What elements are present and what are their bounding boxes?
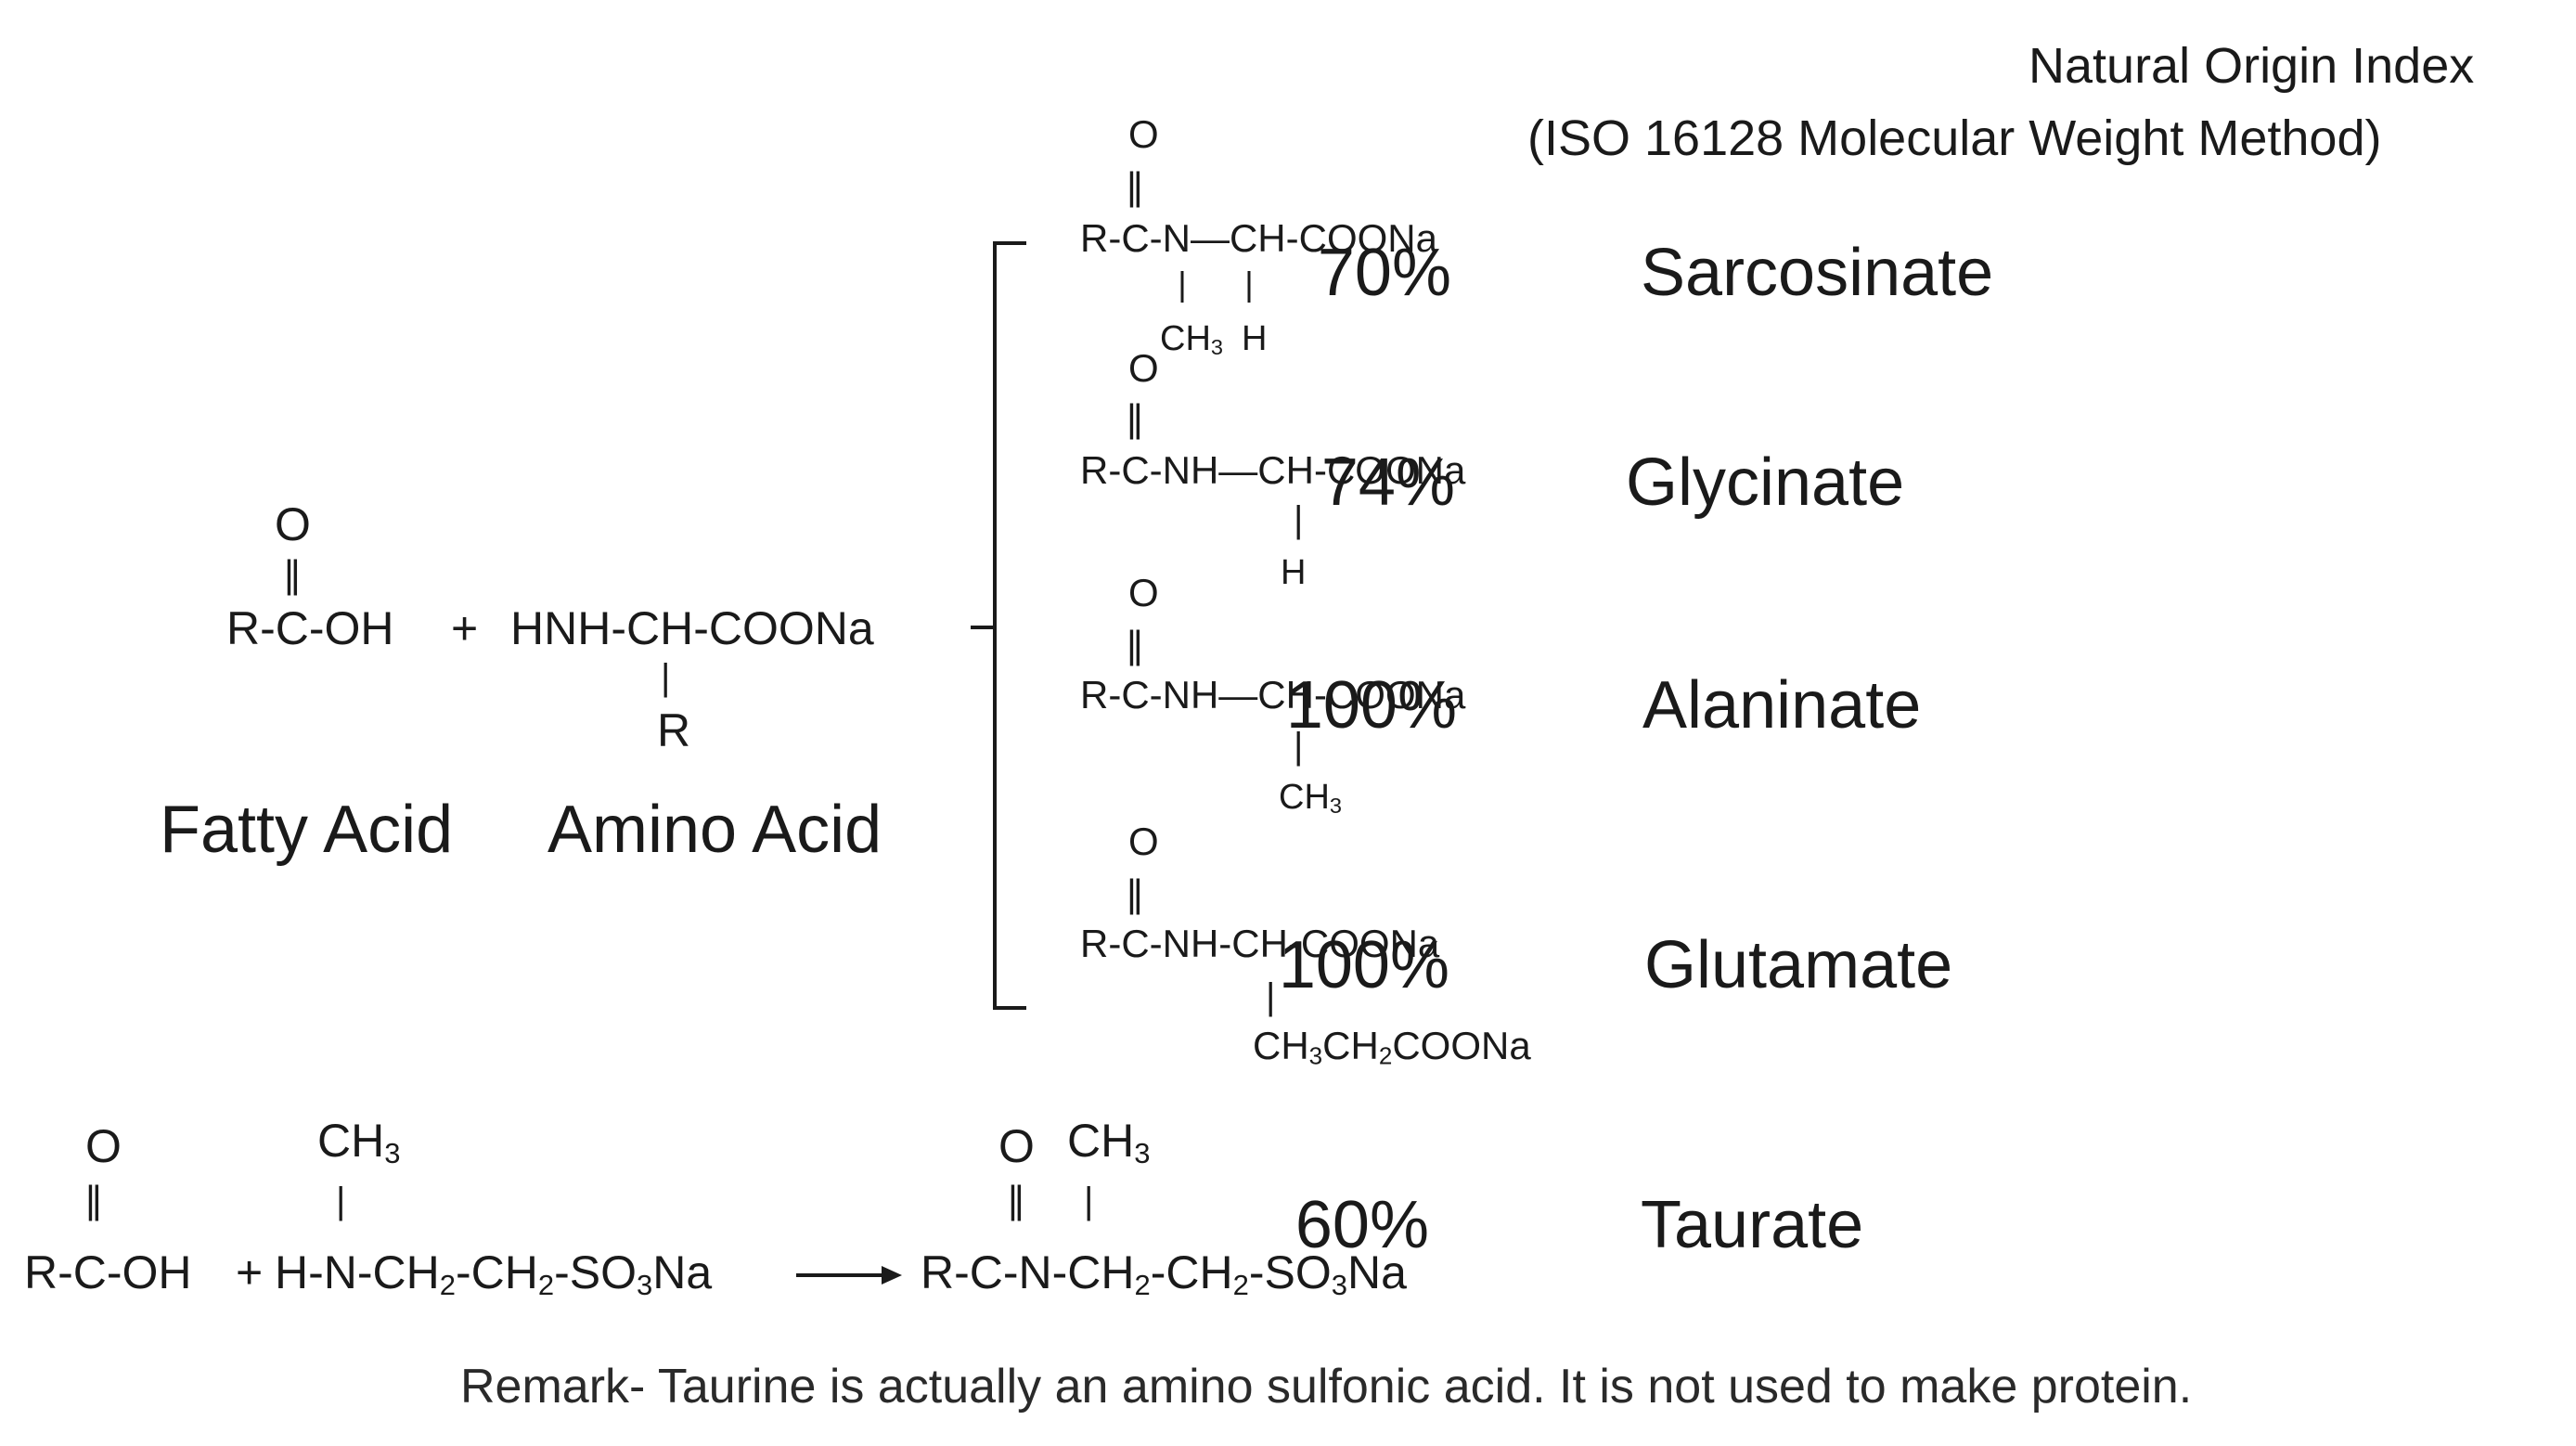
fatty-acid-oxygen: O	[275, 498, 311, 550]
product-bracket	[993, 241, 1026, 1010]
sarcosinate-methyl: CH3	[1160, 319, 1223, 360]
taurate-rhs-double-bond: ||	[1008, 1178, 1024, 1221]
sarcosinate-double-bond: ||	[1127, 164, 1143, 208]
glutamate-bond: |	[1266, 976, 1276, 1017]
taurine-bond: |	[336, 1181, 346, 1221]
taurate-rhs-methyl: CH3	[1067, 1115, 1151, 1169]
glutamate-double-bond: ||	[1127, 871, 1143, 915]
taurate-lhs-oxygen: O	[85, 1120, 122, 1172]
amino-acid-label: Amino Acid	[547, 793, 882, 867]
fatty-acid-formula: R-C-OH	[226, 602, 394, 654]
sarcosinate-hydrogen: H	[1242, 319, 1268, 358]
remark-text: Remark- Taurine is actually an amino sul…	[460, 1360, 2193, 1414]
amino-acid-formula: HNH-CH-COONa	[510, 602, 874, 654]
glutamate-formula: R-C-NH-CH-COONa	[1080, 922, 1440, 965]
glutamate-side-chain: CH3CH2COONa	[1253, 1024, 1531, 1070]
alaninate-double-bond: ||	[1127, 623, 1143, 666]
glycinate-oxygen: O	[1128, 346, 1159, 390]
glycinate-double-bond: ||	[1127, 396, 1143, 440]
alaninate-bond: |	[1294, 726, 1304, 767]
glycinate-bond: |	[1294, 499, 1304, 540]
glutamate-value: 100%	[1278, 928, 1449, 1002]
taurate-lhs-formula: R-C-OH	[24, 1246, 192, 1298]
taurine-methyl: CH3	[317, 1115, 401, 1169]
taurate-rhs-formula: R-C-N-CH2-CH2-SO3Na	[921, 1246, 1407, 1301]
fatty-acid-label: Fatty Acid	[160, 793, 454, 867]
header-title: Natural Origin Index	[2029, 38, 2475, 94]
glutamate-oxygen: O	[1128, 820, 1159, 863]
alaninate-methyl: CH3	[1279, 778, 1342, 819]
taurate-rhs-oxygen: O	[998, 1120, 1035, 1172]
glutamate-name: Glutamate	[1644, 928, 1953, 1002]
amino-acid-r-group: R	[657, 704, 691, 756]
sarcosinate-value: 70%	[1317, 236, 1451, 310]
alaninate-oxygen: O	[1128, 571, 1159, 614]
taurate-name: Taurate	[1641, 1188, 1864, 1262]
header-subtitle: (ISO 16128 Molecular Weight Method)	[1527, 110, 2382, 166]
reaction-arrow-head	[882, 1266, 902, 1285]
taurate-value: 60%	[1294, 1188, 1429, 1262]
glycinate-name: Glycinate	[1626, 445, 1905, 520]
alaninate-name: Alaninate	[1642, 668, 1922, 742]
sarcosinate-name: Sarcosinate	[1641, 236, 1994, 310]
glycinate-formula: R-C-NH—CH-COONa	[1080, 448, 1466, 492]
taurate-plus-sign: +	[236, 1246, 264, 1298]
glycinate-value: 74%	[1320, 445, 1455, 520]
fatty-acid-double-bond: ||	[284, 552, 301, 596]
alaninate-formula: R-C-NH—CH-COONa	[1080, 673, 1466, 717]
glycinate-hydrogen: H	[1281, 553, 1307, 592]
amino-acid-bond: |	[661, 657, 671, 698]
sarcosinate-oxygen: O	[1128, 112, 1159, 156]
sarcosinate-formula: R-C-N—CH-COONa	[1080, 216, 1437, 260]
taurate-lhs-double-bond: ||	[85, 1178, 102, 1221]
plus-sign: +	[451, 602, 479, 654]
taurine-formula: H-N-CH2-CH2-SO3Na	[275, 1246, 713, 1301]
taurate-rhs-bond: |	[1084, 1181, 1094, 1221]
alaninate-value: 100%	[1285, 668, 1457, 742]
